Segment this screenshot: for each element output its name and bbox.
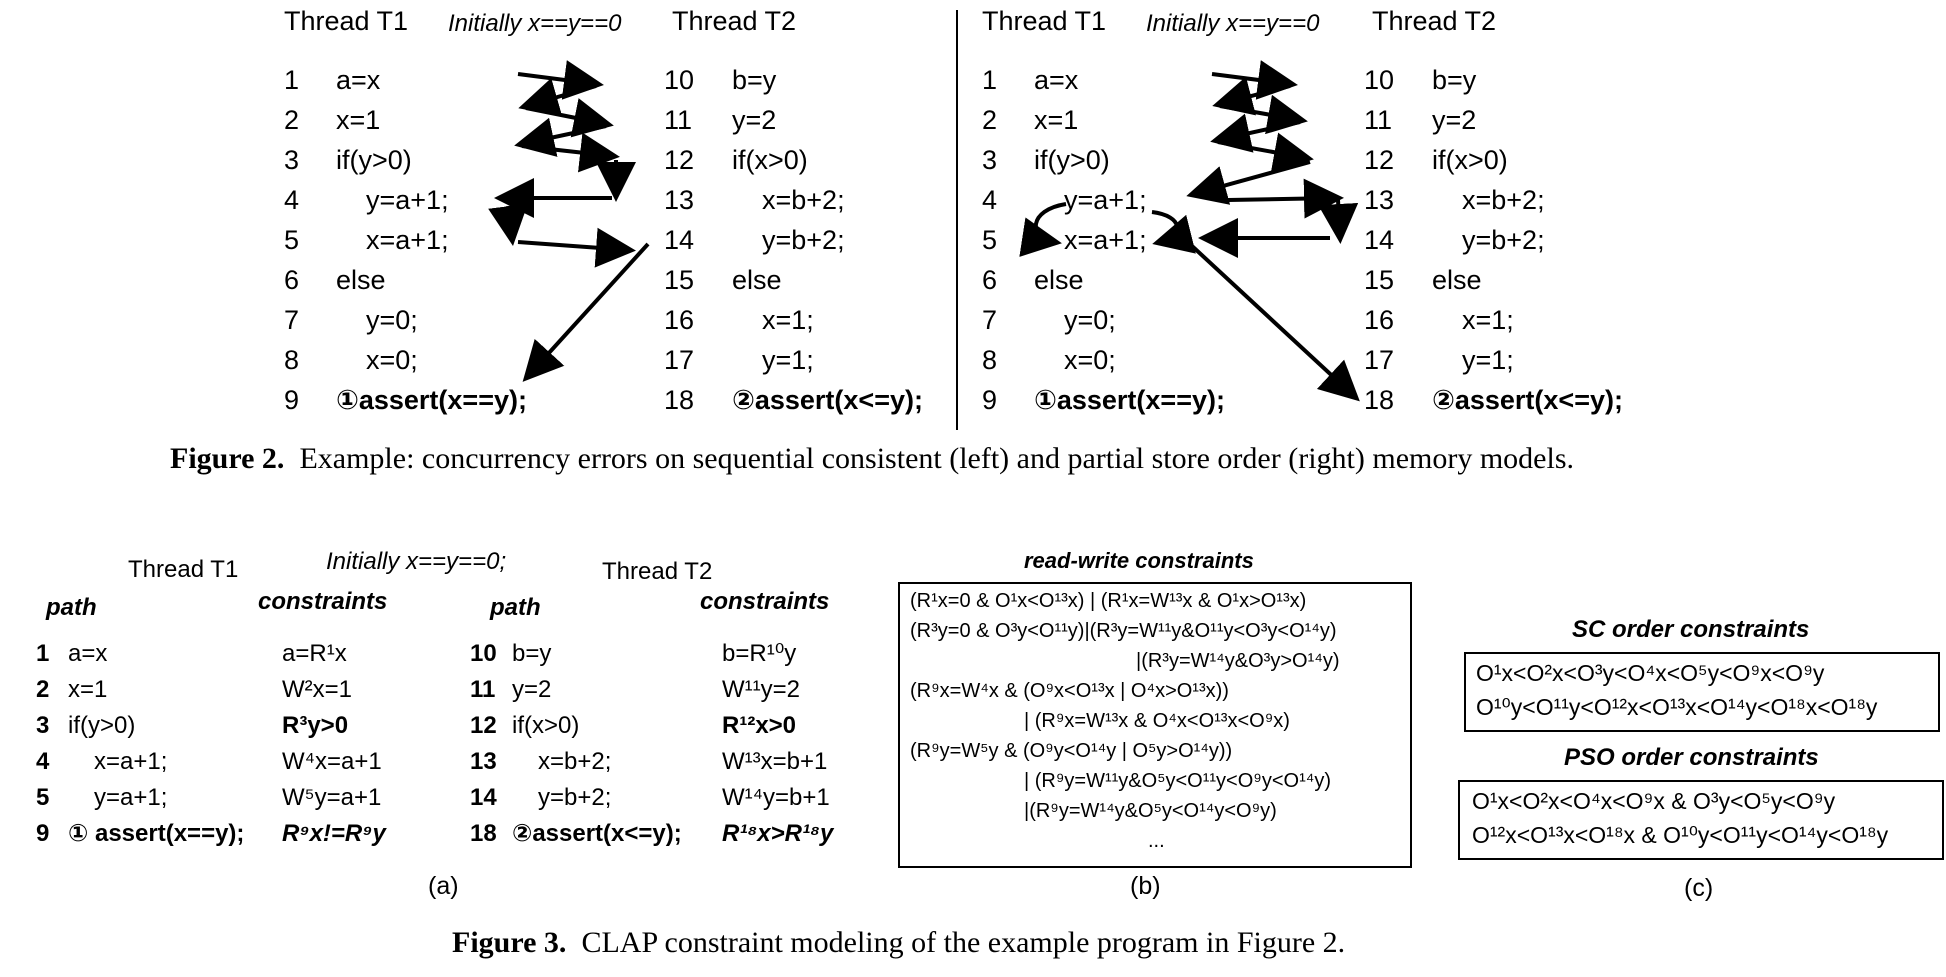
panel-divider bbox=[956, 10, 958, 430]
constraints-header: constraints bbox=[258, 588, 388, 615]
figure-3-caption: Figure 3. CLAP constraint modeling of th… bbox=[452, 926, 1345, 960]
order-line: O¹⁰y<O¹¹y<O¹²x<O¹³x<O¹⁴y<O¹⁸x<O¹⁸y bbox=[1476, 694, 1878, 720]
path-header: path bbox=[46, 594, 97, 621]
reorder-arrow bbox=[1019, 202, 1067, 257]
initially-label: Initially x==y==0; bbox=[326, 548, 507, 575]
arrow bbox=[521, 132, 620, 173]
arrow bbox=[517, 60, 604, 100]
constraint-line: | (R⁹y=W¹¹y&O⁵y<O¹¹y<O⁹y<O¹⁴y) bbox=[1024, 770, 1331, 792]
arrow bbox=[1212, 76, 1291, 116]
path-header: path bbox=[490, 594, 541, 621]
arrow bbox=[1211, 60, 1298, 100]
caption-text: CLAP constraint modeling of the example … bbox=[581, 926, 1346, 959]
sc-box bbox=[1464, 652, 1940, 732]
pso-title: PSO order constraints bbox=[1564, 744, 1819, 771]
arrow bbox=[517, 227, 636, 268]
arrow bbox=[1227, 178, 1344, 219]
arrow bbox=[1190, 244, 1360, 402]
left-thread2-label: Thread T2 bbox=[672, 6, 797, 36]
left-thread1-label: Thread T1 bbox=[284, 6, 409, 36]
right-thread2-label: Thread T2 bbox=[1372, 6, 1497, 36]
constraint-line: |(R⁹y=W¹⁴y&O⁵y<O¹⁴y<O⁹y) bbox=[1024, 800, 1277, 822]
constraint-line: | (R⁹x=W¹³x & O⁴x<O¹³x<O⁹x) bbox=[1024, 710, 1290, 732]
arrow bbox=[1210, 113, 1301, 153]
order-line: O¹²x<O¹³x<O¹⁸x & O¹⁰y<O¹¹y<O¹⁴y<O¹⁸y bbox=[1472, 822, 1889, 848]
order-line: O¹x<O²x<O³y<O⁴x<O⁵y<O⁹x<O⁹y bbox=[1476, 660, 1825, 686]
panel-a-label: (a) bbox=[428, 872, 459, 900]
constraint-line: (R⁹y=W⁵y & (O⁹y<O¹⁴y | O⁵y>O¹⁴y)) bbox=[910, 740, 1233, 762]
constraint-line: (R³y=0 & O³y<O¹¹y)|(R³y=W¹¹y&O¹¹y<O³y<O¹… bbox=[910, 620, 1337, 642]
sc-title: SC order constraints bbox=[1572, 616, 1810, 643]
arrow bbox=[1186, 160, 1311, 205]
thread1-label: Thread T1 bbox=[128, 556, 239, 583]
caption-label: Figure 2. bbox=[170, 442, 285, 475]
arrow bbox=[1219, 94, 1308, 135]
constraints-header: constraints bbox=[700, 588, 830, 615]
arrow bbox=[514, 117, 607, 157]
arrow bbox=[522, 242, 650, 382]
arrow bbox=[518, 77, 597, 117]
pso-box bbox=[1458, 780, 1944, 860]
left-initially-label: Initially x==y==0 bbox=[448, 10, 622, 37]
order-line: O¹x<O²x<O⁴x<O⁹x & O³y<O⁵y<O⁹y bbox=[1472, 788, 1836, 814]
interleaving-arrows bbox=[488, 60, 1360, 402]
constraint-line: (R⁹x=W⁴x & (O⁹x<O¹³x | O⁴x>O¹³x)) bbox=[910, 680, 1229, 702]
read-write-title: read-write constraints bbox=[1024, 548, 1254, 573]
right-initially-label: Initially x==y==0 bbox=[1146, 10, 1320, 37]
caption-label: Figure 3. bbox=[452, 926, 567, 959]
arrow bbox=[525, 98, 614, 138]
constraint-line: ... bbox=[1148, 830, 1165, 852]
arrow bbox=[1318, 199, 1359, 244]
reorder-arrow bbox=[1151, 210, 1196, 254]
constraint-line: (R¹x=0 & O¹x<O¹³x) | (R¹x=W¹³x & O¹x>O¹³… bbox=[910, 590, 1307, 612]
arrow bbox=[488, 203, 528, 246]
right-thread1-label: Thread T1 bbox=[982, 6, 1107, 36]
constraint-line: |(R³y=W¹⁴y&O³y>O¹⁴y) bbox=[1136, 650, 1340, 672]
read-write-box bbox=[898, 582, 1412, 868]
arrow bbox=[1217, 132, 1314, 172]
thread2-label: Thread T2 bbox=[602, 558, 713, 585]
panel-b-label: (b) bbox=[1130, 872, 1161, 900]
panel-c-label: (c) bbox=[1684, 874, 1714, 902]
caption-text: Example: concurrency errors on sequentia… bbox=[299, 442, 1574, 475]
figure-2-caption: Figure 2. Example: concurrency errors on… bbox=[170, 442, 1574, 476]
